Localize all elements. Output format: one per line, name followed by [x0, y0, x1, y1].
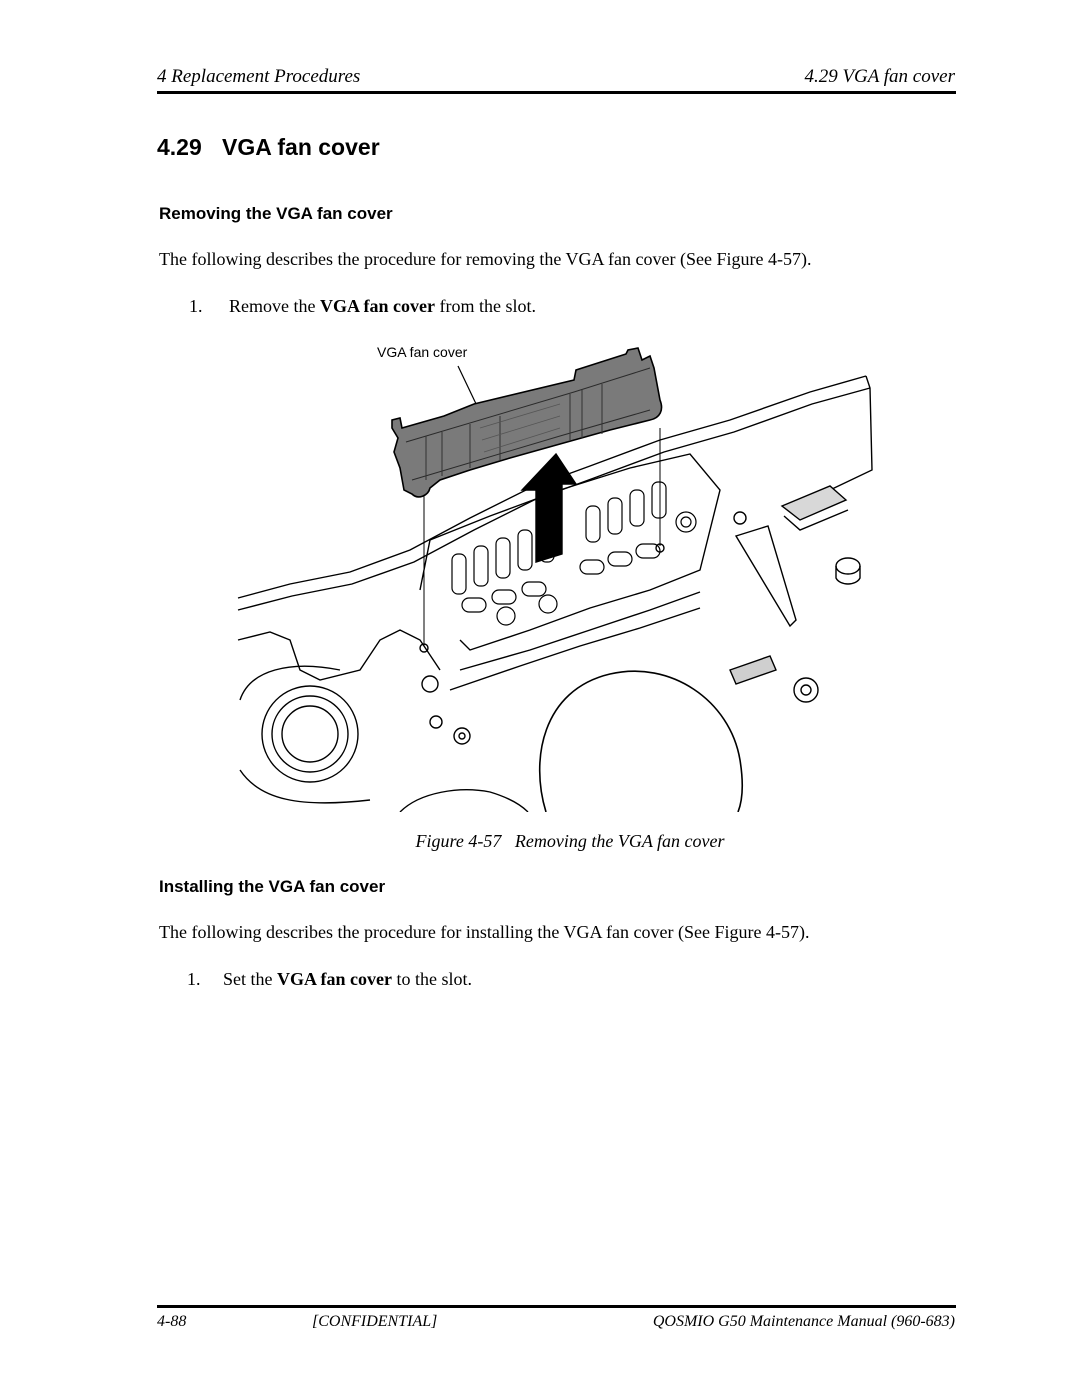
removing-step-1: 1. Remove the VGA fan cover from the slot…: [189, 296, 536, 317]
footer-rule: [157, 1305, 956, 1308]
section-title-text: VGA fan cover: [222, 134, 380, 160]
confidential-label: [CONFIDENTIAL]: [312, 1313, 438, 1330]
step-number: 1.: [187, 969, 201, 989]
header-section: 4.29 VGA fan cover: [804, 66, 955, 87]
section-number: 4.29: [157, 134, 202, 160]
step-text-post: from the slot.: [434, 296, 536, 316]
step-text-post: to the slot.: [391, 969, 472, 989]
caption-text: Removing the VGA fan cover: [514, 831, 725, 851]
vga-fan-cover-illustration: [237, 347, 873, 812]
removing-intro: The following describes the procedure fo…: [159, 249, 812, 269]
step-text-bold: VGA fan cover: [319, 296, 435, 316]
figure-caption: Figure 4-57 Removing the VGA fan cover: [0, 831, 1080, 852]
step-text-pre: Set the: [223, 969, 277, 989]
step-text-bold: VGA fan cover: [277, 969, 392, 989]
step-number: 1.: [189, 296, 203, 316]
figure-callout-label: VGA fan cover: [377, 344, 468, 360]
manual-title: QOSMIO G50 Maintenance Manual (960-683): [652, 1313, 955, 1330]
installing-heading: Installing the VGA fan cover: [159, 877, 386, 896]
removing-heading: Removing the VGA fan cover: [159, 204, 393, 223]
header-chapter: 4 Replacement Procedures: [157, 66, 361, 87]
header-rule: [157, 91, 956, 94]
running-header: 4 Replacement Procedures 4.29 VGA fan co…: [157, 64, 955, 92]
section-title: 4.29 VGA fan cover: [157, 134, 380, 161]
step-text-pre: Remove the: [229, 296, 320, 316]
installing-intro: The following describes the procedure fo…: [159, 922, 810, 942]
installing-step-1: 1. Set the VGA fan cover to the slot.: [187, 969, 472, 990]
caption-label: Figure 4-57: [415, 831, 502, 851]
page-number: 4-88: [157, 1313, 187, 1330]
